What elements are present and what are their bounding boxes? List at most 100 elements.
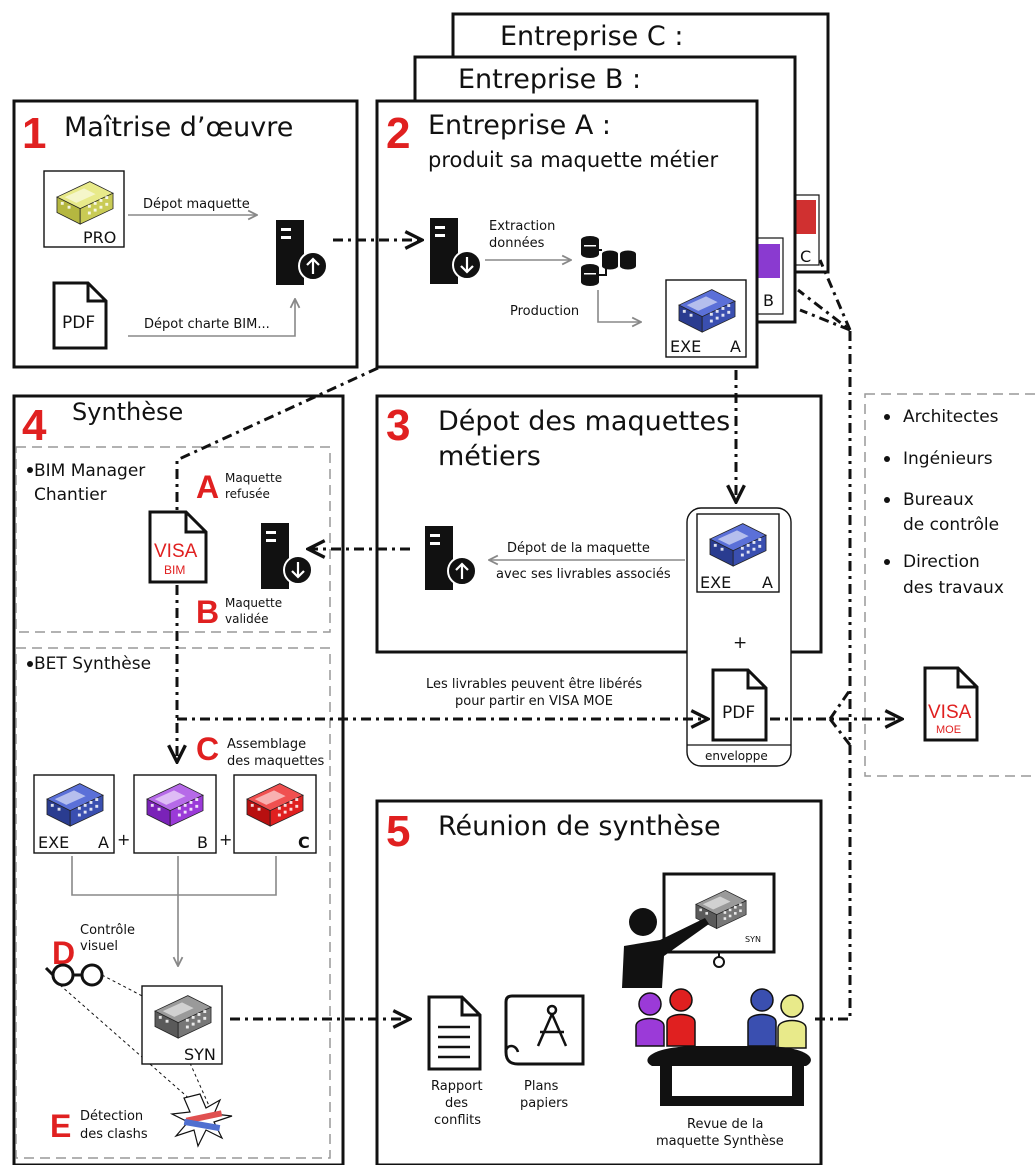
section3-exe-label: EXE xyxy=(700,573,731,592)
server-upload-icon-depot xyxy=(425,526,477,590)
envelope-label: enveloppe xyxy=(705,749,768,763)
exe-a-model-icon: EXE A xyxy=(665,279,747,358)
section2-number: 2 xyxy=(386,109,410,158)
projection-screen-icon: SYN xyxy=(662,872,776,968)
bim-manager-line-2: Chantier xyxy=(34,485,107,505)
e-text-2: des clashs xyxy=(80,1127,148,1142)
pro-model-icon: PRO xyxy=(43,170,125,248)
section3-exe-tag: A xyxy=(762,573,773,592)
section3-number: 3 xyxy=(386,401,410,450)
visa-bim-icon: VISA BIM xyxy=(148,510,208,584)
depot-charte-label: Dépot charte BIM... xyxy=(144,317,270,332)
visa-moe-line-1: VISA xyxy=(928,702,972,723)
rapport-line-3: conflits xyxy=(434,1113,481,1128)
section5-title: Réunion de synthèse xyxy=(438,811,721,842)
model-b-icon: B xyxy=(133,774,217,854)
audience-panel: Architectes Ingénieurs Bureaux de contrô… xyxy=(864,393,1035,777)
d-text-1: Contrôle xyxy=(80,923,135,938)
revue-line-2: maquette Synthèse xyxy=(656,1134,784,1149)
extraction-label-2: données xyxy=(489,236,545,251)
model-c-icon: C xyxy=(233,774,317,854)
liberes-line-1: Les livrables peuvent être libérés xyxy=(426,677,642,692)
audience-item-6: des travaux xyxy=(903,578,1004,598)
report-document-icon xyxy=(427,995,482,1071)
section4-number: 4 xyxy=(22,401,47,450)
letter-a: A xyxy=(196,469,219,505)
model-a-tag: A xyxy=(98,833,109,852)
flow-connectors xyxy=(177,240,900,1019)
pdf-file-icon: PDF xyxy=(52,281,108,350)
server-upload-icon xyxy=(276,220,328,285)
a-text-1: Maquette xyxy=(225,471,282,485)
depot-maquette-label: Dépot maquette xyxy=(143,197,250,212)
envelope-pdf-label: PDF xyxy=(722,703,755,723)
plans-line-1: Plans xyxy=(524,1079,559,1094)
section4-title: Synthèse xyxy=(72,398,183,426)
section-entreprise-a: 2 Entreprise A : produit sa maquette mét… xyxy=(375,99,759,369)
letter-e: E xyxy=(50,1108,71,1144)
plus-bc: + xyxy=(219,830,232,849)
d-text-2: visuel xyxy=(80,939,118,954)
audience-item-2: Ingénieurs xyxy=(903,449,993,469)
c-text-1: Assemblage xyxy=(227,737,306,752)
visa-bim-line-1: VISA xyxy=(154,541,198,562)
pro-label: PRO xyxy=(83,228,116,247)
a-text-2: refusée xyxy=(225,487,270,501)
section2-title: Entreprise A : xyxy=(428,110,611,141)
liberes-line-2: pour partir en VISA MOE xyxy=(455,694,613,709)
entreprise-c-tag: C xyxy=(800,247,811,266)
entreprise-c-title: Entreprise C : xyxy=(500,21,683,52)
syn-label: SYN xyxy=(184,1045,216,1064)
section1-pdf-label: PDF xyxy=(62,313,95,333)
visa-moe-line-2: MOE xyxy=(936,724,961,736)
depot-maquette-3-line-1: Dépot de la maquette xyxy=(507,541,650,556)
extraction-label-1: Extraction xyxy=(489,219,555,234)
audience-item-1: Architectes xyxy=(903,407,999,427)
glasses-icon xyxy=(44,963,104,987)
pdf-envelope-icon: PDF xyxy=(711,668,768,742)
model-b-tag: B xyxy=(197,833,208,852)
syn-model-icon: SYN xyxy=(141,985,223,1065)
rapport-line-1: Rapport xyxy=(431,1079,483,1094)
depot-maquette-3-line-2: avec ses livrables associés xyxy=(496,567,671,582)
envelope-plus: + xyxy=(733,633,747,653)
plans-line-2: papiers xyxy=(520,1096,568,1111)
section2-subtitle: produit sa maquette métier xyxy=(428,148,719,172)
section-reunion-synthese: 5 Réunion de synthèse Rapport des confli… xyxy=(375,799,823,1165)
audience-item-3: Bureaux xyxy=(903,490,974,510)
server-download-icon-synthese xyxy=(261,523,313,589)
section3-title-2: métiers xyxy=(438,441,541,472)
audience-item-4: de contrôle xyxy=(903,515,999,535)
section2-exe-tag: A xyxy=(730,337,741,356)
server-download-icon xyxy=(430,218,482,284)
section5-number: 5 xyxy=(386,807,410,856)
database-icon xyxy=(581,236,636,286)
exe-a-model-envelope: EXE A xyxy=(696,513,780,593)
presenter-figure xyxy=(622,908,709,988)
b-text-2: validée xyxy=(225,612,269,626)
production-label: Production xyxy=(510,304,579,319)
bet-synthese-label: BET Synthèse xyxy=(34,654,151,674)
clash-icon xyxy=(169,1093,233,1148)
letter-c: C xyxy=(196,731,219,767)
audience-item-5: Direction xyxy=(903,552,980,572)
section-maitrise-oeuvre: 1 Maîtrise d’œuvre PRO PDF Dépot maquett… xyxy=(12,99,359,369)
entreprise-b-title: Entreprise B : xyxy=(458,64,641,95)
rapport-line-2: des xyxy=(445,1096,468,1111)
model-c-tag: C xyxy=(298,833,310,852)
meeting-people xyxy=(635,988,807,1049)
entreprise-b-tag: B xyxy=(763,291,774,310)
letter-d: D xyxy=(52,935,75,971)
section2-exe-label: EXE xyxy=(670,337,701,356)
revue-line-1: Revue de la xyxy=(687,1117,763,1132)
model-a-icon: EXE A xyxy=(33,774,115,854)
section1-title: Maîtrise d’œuvre xyxy=(64,112,293,143)
b-text-1: Maquette xyxy=(225,596,282,610)
blueprint-compass-icon xyxy=(504,994,585,1066)
visa-bim-line-2: BIM xyxy=(164,563,185,577)
section1-number: 1 xyxy=(22,109,46,158)
c-text-2: des maquettes xyxy=(227,754,324,769)
model-a-label: EXE xyxy=(38,833,69,852)
bim-manager-line-1: BIM Manager xyxy=(34,461,145,481)
